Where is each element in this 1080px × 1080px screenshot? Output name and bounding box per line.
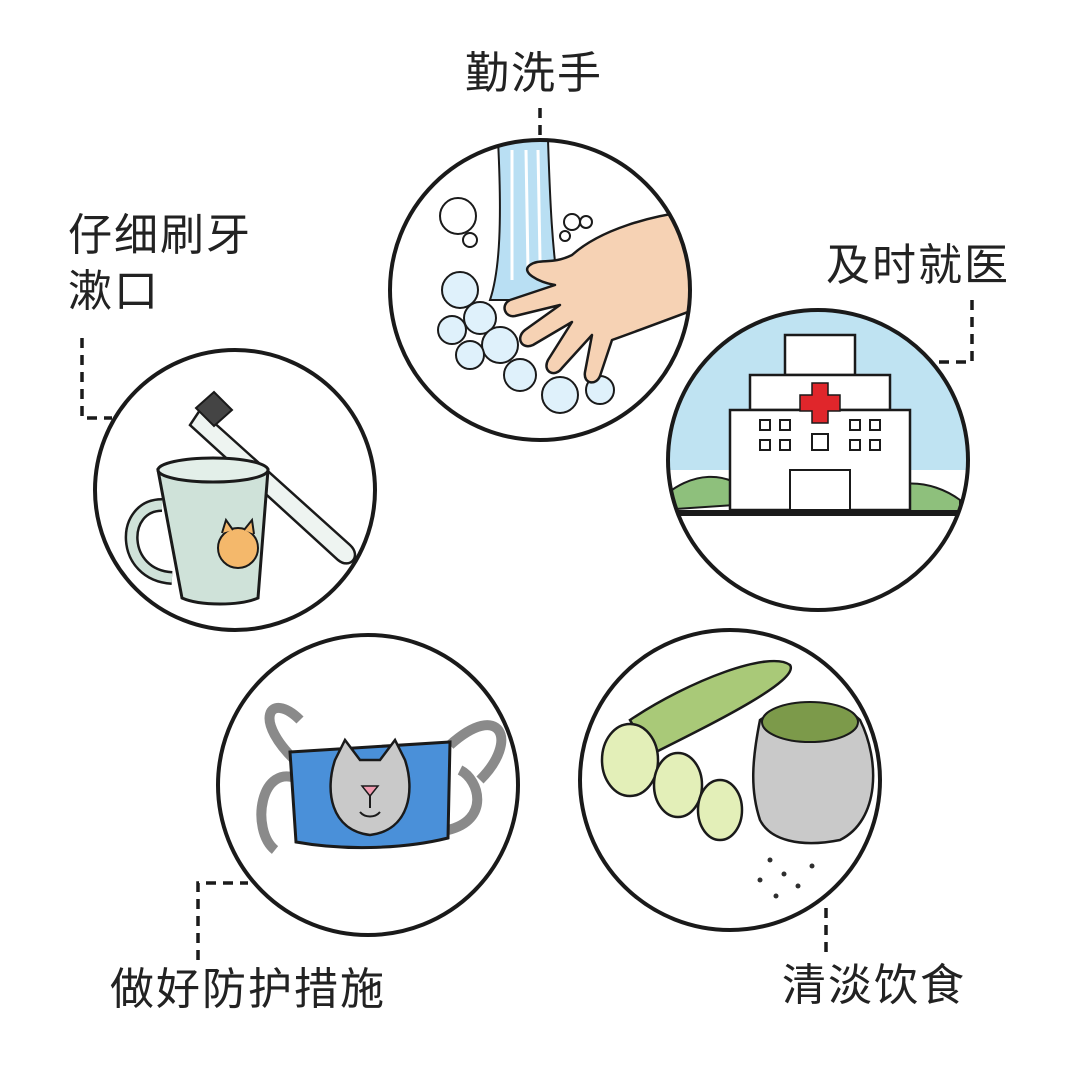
cucumber-grain-bag-icon — [600, 659, 875, 899]
circle-diet — [578, 628, 882, 932]
connectors — [80, 108, 974, 960]
connector-teeth — [80, 338, 112, 420]
circle-teeth — [93, 348, 377, 632]
label-teeth: 仔细刷牙 漱口 — [68, 208, 252, 320]
label-diet: 清淡饮食 — [782, 960, 966, 1011]
face-mask-icon — [256, 703, 507, 854]
label-teeth-line2: 漱口 — [68, 266, 160, 317]
connector-protect — [196, 881, 248, 960]
toothbrush-cup-icon — [124, 390, 357, 606]
label-teeth-line1: 仔细刷牙 — [68, 210, 252, 261]
label-handwash: 勤洗手 — [465, 48, 603, 99]
circle-protect — [216, 633, 520, 937]
hand-washing-icon — [437, 140, 690, 414]
label-protect: 做好防护措施 — [110, 964, 386, 1015]
circle-doctor — [666, 308, 970, 612]
connector-doctor — [936, 300, 974, 364]
label-doctor: 及时就医 — [826, 240, 1010, 291]
circle-handwash — [388, 138, 692, 442]
